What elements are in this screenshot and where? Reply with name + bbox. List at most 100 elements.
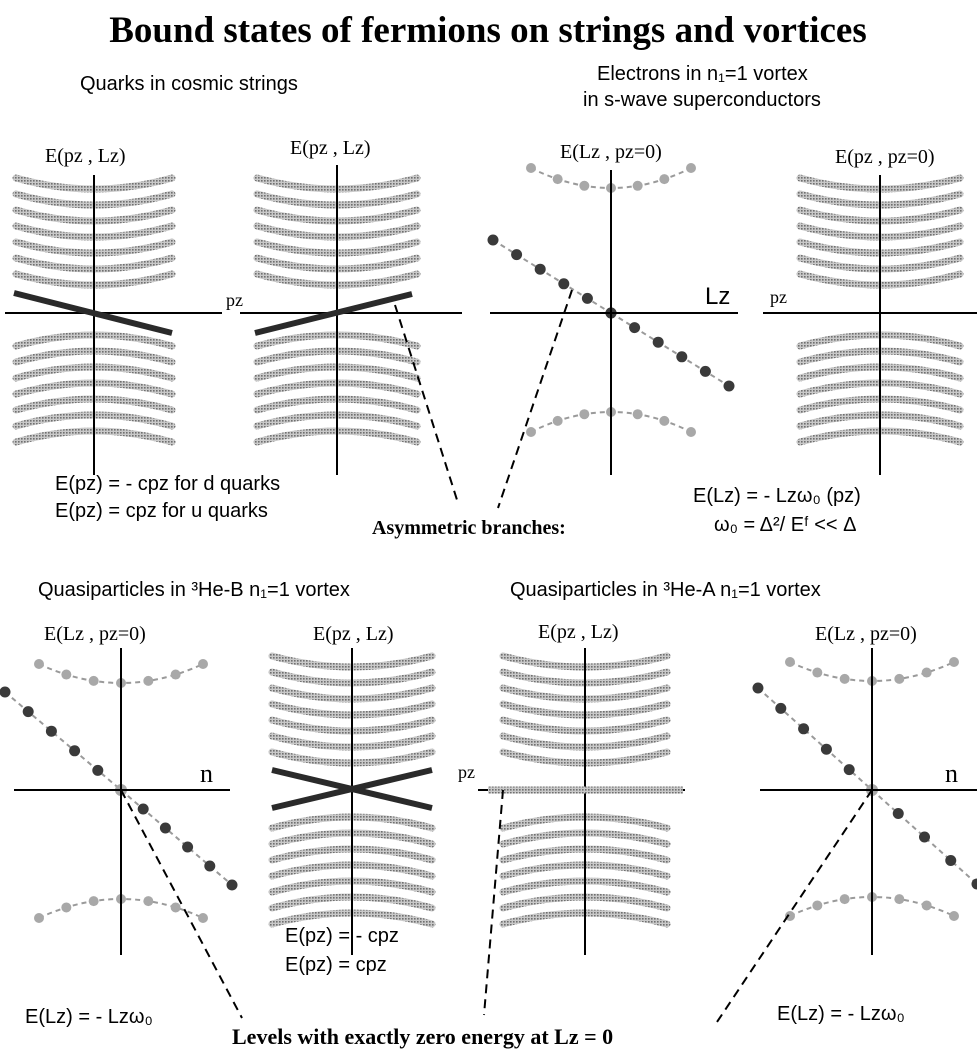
level-dot [659,174,670,185]
level-dot [785,657,795,667]
pointer-zero-mid [483,789,504,1016]
level-dot [34,659,44,669]
section-he-b: Quasiparticles in ³He-B n₁=1 vortex [38,579,350,601]
level-dot [552,415,563,426]
formula-d-quark: E(pᴢ) = - cpᴢ for d quarks [55,473,280,495]
level-dot [812,667,823,678]
level-dot [69,745,81,757]
pointer-zero-left [120,789,243,1019]
panel-title-8: E(Lᴢ , pᴢ=0) [815,623,917,645]
level-dot [812,900,823,911]
level-dot [820,743,832,755]
level-dot [971,878,977,890]
panel-2-u-quark-branch [254,291,413,336]
level-dot [945,855,957,866]
formula-hea-right: E(Lᴢ) = - Lᴢω₀ [777,1003,905,1025]
level-dot [652,336,664,348]
pointer-lines [120,289,873,1023]
level-guide-line [492,239,612,314]
level-dot [170,669,181,680]
annotation-zero-energy-levels: Levels with exactly zero energy at Lᴢ = … [232,1024,613,1049]
level-dot [558,278,570,290]
level-dot [137,803,149,815]
level-dot [752,682,764,694]
level-dot [526,427,536,437]
panel-8-x-label: n [945,759,958,788]
level-dot [632,180,643,191]
pointer-asym-left [394,304,459,504]
section-he-a: Quasiparticles in ³He-A n₁=1 vortex [510,579,821,601]
level-dot [534,263,546,275]
level-dot [61,902,72,913]
level-dot [552,174,563,185]
level-dot [892,808,904,819]
level-dot [526,163,536,173]
level-dot [581,292,593,304]
level-dot [45,725,57,737]
level-guide-line [4,691,122,791]
level-guide-line [120,789,233,886]
level-dot [88,896,99,907]
formula-u-quark: E(pᴢ) = cpᴢ for u quarks [55,500,268,522]
panel-title-6: E(pᴢ , Lᴢ) [313,623,394,645]
panel-7-x-label: pᴢ [458,762,475,782]
panel-6-branch-positive [271,767,433,811]
level-guide-line [871,789,977,885]
section-quarks: Quarks in cosmic strings [80,73,298,95]
level-dot [839,894,850,905]
level-dot [843,764,855,776]
panel-title-2: E(pᴢ , Lᴢ) [290,137,371,159]
level-dot [198,659,208,669]
panel-2-x-label: pᴢ [226,290,243,310]
level-dot [198,913,208,923]
panel-title-7: E(pᴢ , Lᴢ) [538,621,619,643]
formula-heb-left: E(Lᴢ) = - Lᴢω₀ [25,1006,153,1028]
level-dot [699,365,711,377]
level-dot [170,902,181,913]
level-dot [894,673,905,684]
panel-1-d-quark-branch [13,290,173,336]
level-dot [61,669,72,680]
panel-8-levels [752,657,977,921]
level-dot [798,723,810,735]
level-dot [226,879,238,891]
panel-3-x-label: Lᴢ [705,283,730,310]
level-dot [92,764,104,776]
level-dot [632,409,643,420]
level-dot [159,822,171,834]
level-dot [511,249,523,261]
level-dot [487,234,499,246]
level-dot [659,415,670,426]
formula-electron-energy: E(Lᴢ) = - Lᴢω₀ (pᴢ) [693,485,861,507]
pointer-zero-right [716,789,873,1023]
figure-title: Bound states of fermions on strings and … [109,10,867,51]
panel-5-x-label: n [200,759,213,788]
level-dot [629,322,641,334]
axes [5,165,977,955]
level-dot [839,673,850,684]
panel-4-x-label: pᴢ [770,287,787,307]
level-dot [88,675,99,686]
level-dot [143,896,154,907]
level-dot [949,657,959,667]
level-dot [34,913,44,923]
level-dot [949,911,959,921]
level-dot [579,409,590,420]
level-dot [182,841,194,853]
level-dot [921,667,932,678]
formula-heb-mid-2: E(pᴢ) = cpᴢ [285,954,387,976]
level-dot [919,831,930,843]
level-dot [143,675,154,686]
section-electrons-line2: in s-wave superconductors [583,89,821,111]
formula-omega0: ω₀ = Δ²/ Eᶠ << Δ [714,514,857,536]
level-dot [676,351,688,363]
level-dot [775,702,787,714]
level-dot [0,686,11,698]
section-electrons-line1: Electrons in n₁=1 vortex [597,63,808,85]
annotation-asymmetric-branches: Asymmetric branches: [372,517,566,539]
level-guide-line [757,687,873,791]
level-dot [22,706,34,718]
panel-title-4: E(pᴢ , pᴢ=0) [835,146,935,168]
panel-title-1: E(pᴢ , Lᴢ) [45,145,126,167]
